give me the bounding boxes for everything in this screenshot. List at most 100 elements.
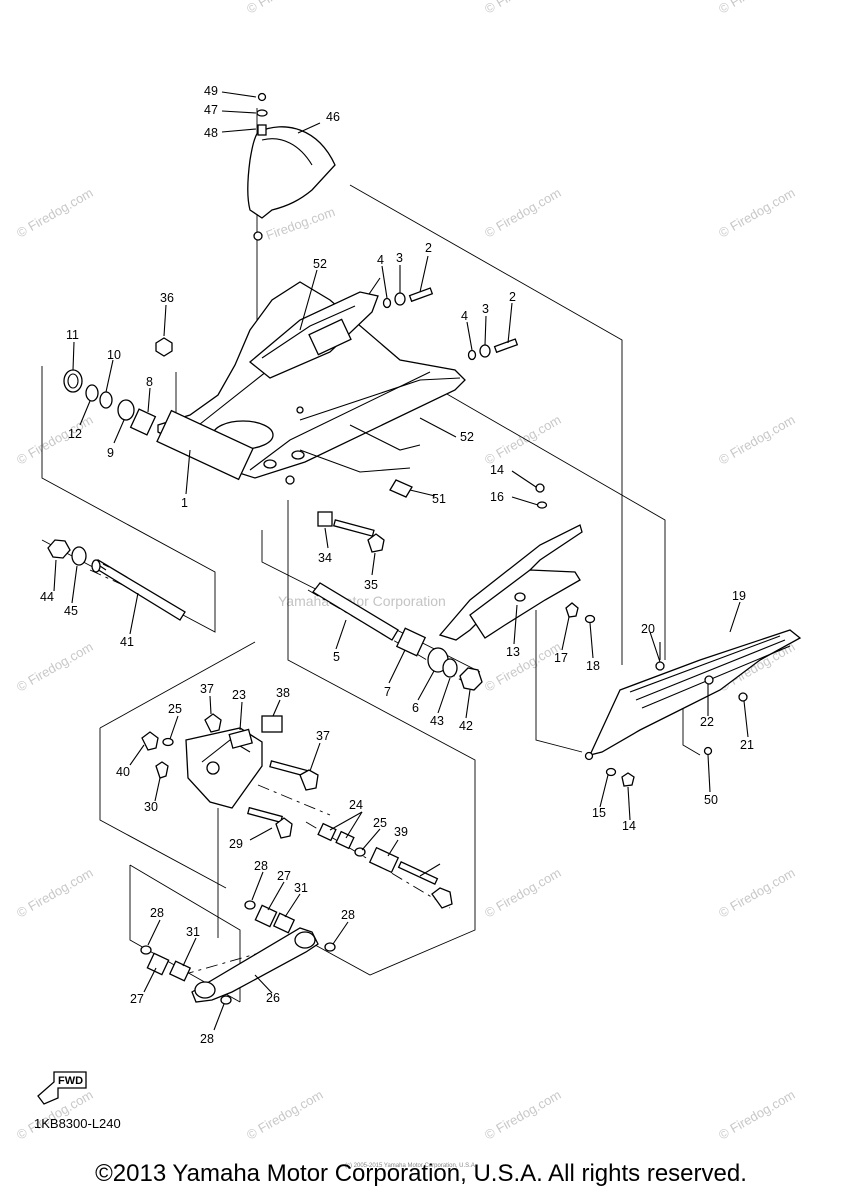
callout: 35: [364, 578, 378, 592]
callout: 28: [341, 908, 355, 922]
callout: 52: [313, 257, 327, 271]
rear-arm-label: [389, 479, 413, 498]
callout: 15: [592, 806, 606, 820]
callout: 6: [412, 701, 419, 715]
callout: 46: [326, 110, 340, 124]
forward-arrow-label: FWD: [58, 1075, 83, 1087]
callout: 52: [460, 430, 474, 444]
callout: 28: [150, 906, 164, 920]
callout: 9: [107, 446, 114, 460]
callout: 16: [490, 490, 504, 504]
callout: 31: [186, 925, 200, 939]
callout: 4: [377, 253, 384, 267]
callout: 37: [200, 682, 214, 696]
pivot-bearings: [63, 369, 157, 436]
guide-lines: [41, 108, 701, 1003]
callout: 8: [146, 375, 153, 389]
callout: 5: [333, 650, 340, 664]
callout: 28: [200, 1032, 214, 1046]
watermark: © Firedog.com: [244, 0, 326, 17]
callout: 51: [432, 492, 446, 506]
callout: 11: [66, 328, 79, 342]
callout: 21: [740, 738, 754, 752]
callout: 47: [204, 103, 218, 117]
callout: 2: [509, 290, 516, 304]
callout: 22: [700, 715, 714, 729]
chain-cover-fasteners: [605, 767, 635, 787]
watermark: © Firedog.com: [14, 185, 96, 241]
top-fasteners: [256, 92, 268, 136]
watermark: © Firedog.com: [482, 1087, 564, 1143]
callout: 42: [459, 719, 473, 733]
callout: 23: [232, 688, 246, 702]
callout: 24: [349, 798, 363, 812]
centerlines: [89, 569, 479, 976]
watermark: © Firedog.com: [482, 185, 564, 241]
callout: 19: [732, 589, 746, 603]
connecting-rod-fasteners: [247, 806, 453, 909]
watermark: © Firedog.com: [716, 865, 798, 921]
callout: 27: [277, 869, 291, 883]
callout: 18: [586, 659, 600, 673]
callout: 12: [68, 427, 82, 441]
forward-arrow: FWD: [37, 1071, 87, 1105]
callout: 44: [40, 590, 54, 604]
watermark: © Firedog.com: [482, 639, 564, 695]
callout: 31: [294, 881, 308, 895]
callout: 25: [373, 816, 387, 830]
pivot-shaft: [47, 539, 186, 621]
chain-guard: [248, 291, 379, 379]
callout: 43: [430, 714, 444, 728]
callout: 37: [316, 729, 330, 743]
chain-adjust-fasteners: [382, 287, 519, 361]
callout: 45: [64, 604, 78, 618]
small-print: (c) 2005-2015 Yamaha Motor Corporation, …: [345, 1163, 477, 1169]
watermark-layer: © Firedog.com © Firedog.com © Firedog.co…: [14, 0, 798, 1143]
callout: 4: [461, 309, 468, 323]
callout: 49: [204, 84, 218, 98]
callout: 26: [266, 991, 280, 1005]
watermark-center: Yamaha Motor Corporation: [278, 593, 446, 609]
callout: 25: [168, 702, 182, 716]
callout: 29: [229, 837, 243, 851]
callout: 2: [425, 241, 432, 255]
watermark: © Firedog.com: [244, 1087, 326, 1143]
callout: 14: [490, 463, 504, 477]
watermark: © Firedog.com: [716, 0, 798, 17]
watermark: © Firedog.com: [716, 412, 798, 468]
callout: 1: [181, 496, 188, 510]
chain-puller: [438, 483, 583, 641]
callout: 13: [506, 645, 520, 659]
callout: 27: [130, 992, 144, 1006]
callout: 41: [120, 635, 134, 649]
chain-case-cover: Firedog.com: [247, 126, 337, 243]
diagram-code: 1KB8300-L240: [34, 1116, 121, 1131]
callout: 7: [384, 685, 391, 699]
watermark: © Firedog.com: [716, 185, 798, 241]
watermark: © Firedog.com: [716, 1087, 798, 1143]
rear-arm: [156, 277, 466, 485]
callout: 3: [396, 251, 403, 265]
callout: 39: [394, 825, 408, 839]
callout: 14: [622, 819, 636, 833]
callout: 34: [318, 551, 332, 565]
callout: 28: [254, 859, 268, 873]
relay-bolt-set: [317, 511, 385, 553]
collar-34: [155, 337, 173, 357]
callout: 40: [116, 765, 130, 779]
connecting-rod: [140, 900, 336, 1005]
chain-cover: [584, 629, 802, 761]
callout: 10: [107, 348, 121, 362]
callout: 30: [144, 800, 158, 814]
callout: 50: [704, 793, 718, 807]
callout-leaders: [53, 91, 749, 1031]
watermark: © Firedog.com: [482, 412, 564, 468]
callout: 3: [482, 302, 489, 316]
callout: 20: [641, 622, 655, 636]
relay-arm: [141, 713, 319, 809]
watermark: © Firedog.com: [14, 865, 96, 921]
rear-axle: [312, 582, 483, 691]
copyright-notice: ©2013 Yamaha Motor Corporation, U.S.A. A…: [95, 1160, 747, 1187]
